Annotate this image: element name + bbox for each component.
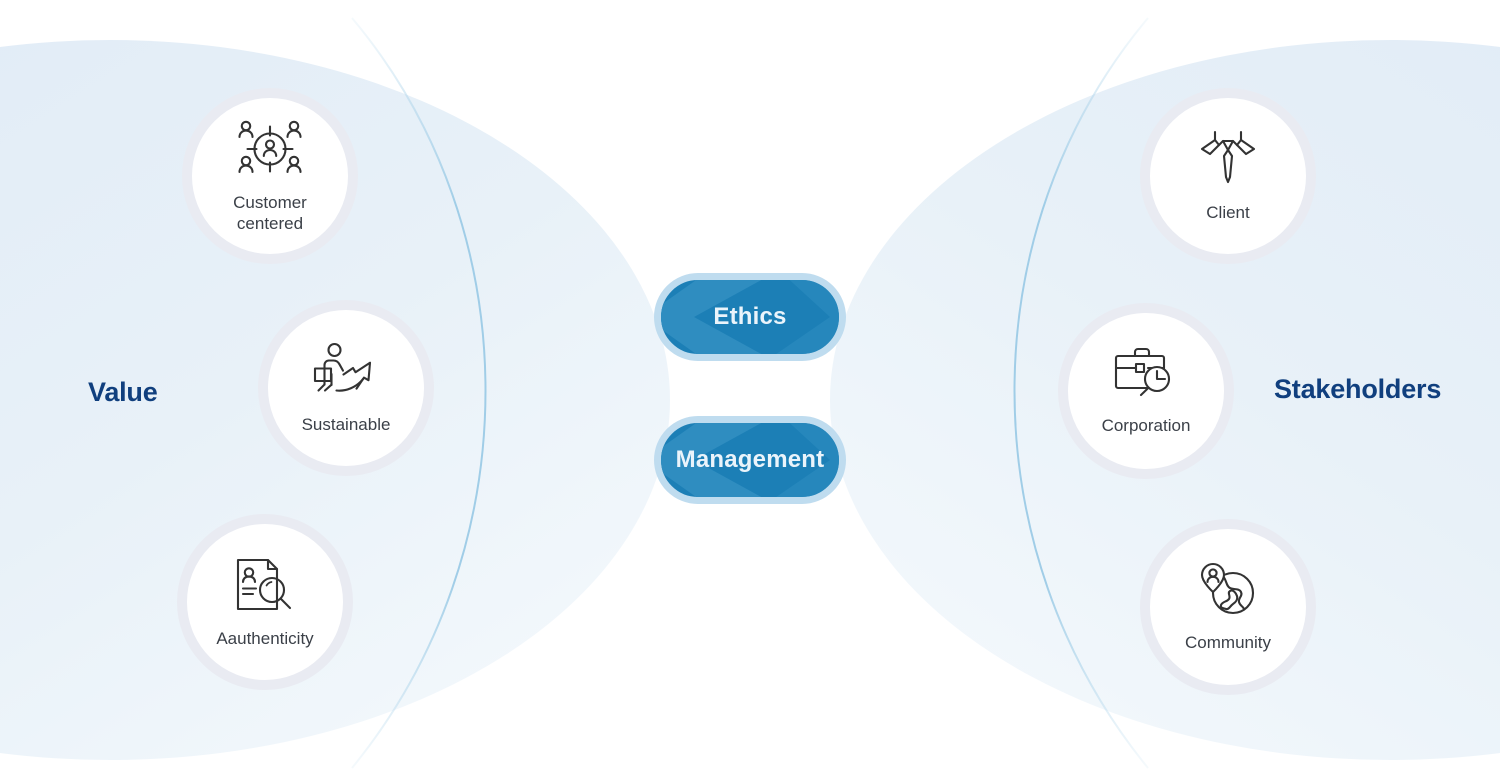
node-community[interactable]: Community: [1140, 519, 1316, 695]
node-label: Client: [1206, 202, 1250, 222]
center-node-label: Management: [675, 446, 825, 473]
globe-person-pin-icon: [1195, 561, 1261, 626]
briefcase-magnifier-icon: [1112, 346, 1180, 409]
pill-swoosh-decoration: [661, 280, 839, 354]
node-label: Aauthenticity: [216, 628, 314, 648]
person-climbing-arrow-icon: [312, 341, 380, 408]
necktie-collar-icon: [1197, 129, 1259, 196]
node-label: Corporation: [1101, 415, 1191, 435]
node-label: Community: [1185, 632, 1271, 652]
center-node-label: Ethics: [713, 303, 787, 330]
node-client[interactable]: Client: [1140, 88, 1316, 264]
center-node-ethics[interactable]: Ethics: [654, 273, 846, 361]
document-person-magnifier-icon: [232, 555, 298, 622]
people-target-icon: [232, 118, 308, 185]
node-authenticity[interactable]: Aauthenticity: [177, 514, 353, 690]
section-title-stakeholders: Stakeholders: [1274, 374, 1442, 404]
node-corporation[interactable]: Corporation: [1058, 303, 1234, 479]
node-label: Sustainable: [301, 414, 391, 434]
node-customer-centered[interactable]: Customer centered: [182, 88, 358, 264]
node-label: Customer centered: [233, 192, 307, 233]
section-title-value: Value: [88, 377, 158, 407]
node-sustainable[interactable]: Sustainable: [258, 300, 434, 476]
center-node-management[interactable]: Management: [654, 416, 846, 504]
pill-swoosh-decoration: [661, 423, 839, 497]
